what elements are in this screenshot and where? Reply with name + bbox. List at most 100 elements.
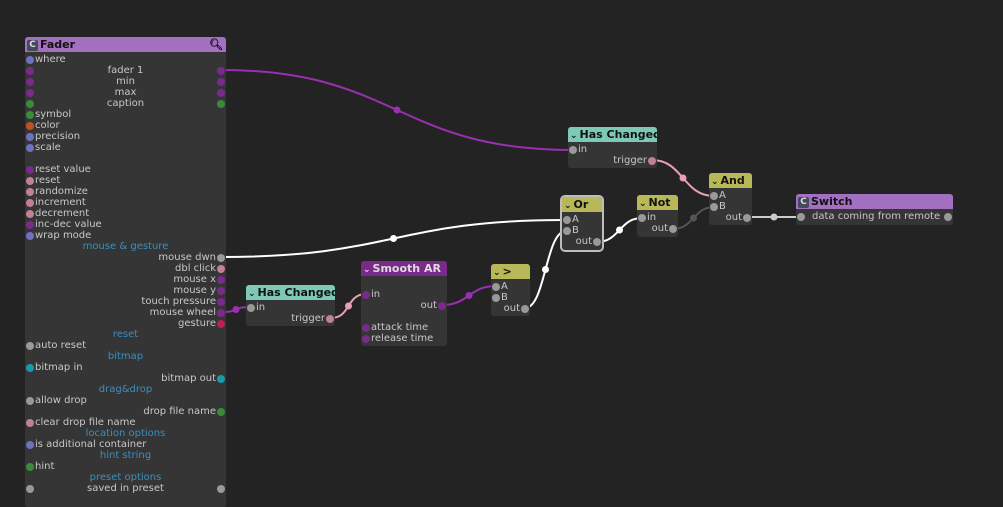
has-changed-1-header[interactable]: ⌄Has Changed bbox=[568, 127, 657, 142]
output-port[interactable] bbox=[593, 237, 601, 246]
output-port[interactable] bbox=[217, 484, 225, 493]
input-port[interactable] bbox=[26, 55, 34, 64]
input-port[interactable] bbox=[26, 165, 34, 174]
chevron-down-icon[interactable]: ⌄ bbox=[564, 201, 572, 211]
chevron-down-icon[interactable]: ⌄ bbox=[570, 131, 578, 141]
input-port[interactable] bbox=[797, 212, 805, 221]
input-port[interactable] bbox=[26, 66, 34, 75]
connection-wire[interactable] bbox=[220, 69, 574, 151]
chevron-down-icon[interactable]: ⌄ bbox=[493, 268, 501, 278]
input-port[interactable] bbox=[26, 209, 34, 218]
or-header[interactable]: ⌄Or bbox=[562, 197, 602, 212]
wire-midpoint-handle[interactable] bbox=[393, 106, 401, 114]
output-port[interactable] bbox=[217, 275, 225, 284]
output-port[interactable] bbox=[521, 304, 529, 313]
connection-wire[interactable] bbox=[524, 230, 567, 309]
output-port[interactable] bbox=[217, 77, 225, 86]
wire-midpoint-handle[interactable] bbox=[770, 213, 778, 221]
chevron-down-icon[interactable]: ⌄ bbox=[711, 177, 719, 187]
input-port[interactable] bbox=[26, 363, 34, 372]
wire-midpoint-handle[interactable] bbox=[232, 306, 240, 313]
and-header[interactable]: ⌄And bbox=[709, 173, 752, 188]
input-port[interactable] bbox=[26, 77, 34, 86]
output-port[interactable] bbox=[944, 212, 952, 221]
input-port[interactable] bbox=[710, 191, 718, 200]
output-port[interactable] bbox=[217, 66, 225, 75]
input-port[interactable] bbox=[492, 293, 500, 302]
input-port[interactable] bbox=[362, 290, 370, 299]
input-port[interactable] bbox=[26, 231, 34, 240]
greater-than-header[interactable]: ⌄> bbox=[491, 264, 530, 279]
wire-midpoint-handle[interactable] bbox=[679, 174, 687, 182]
output-port[interactable] bbox=[217, 286, 225, 295]
input-port[interactable] bbox=[492, 282, 500, 291]
wire-midpoint-handle[interactable] bbox=[345, 302, 352, 310]
output-port[interactable] bbox=[438, 301, 446, 310]
input-port[interactable] bbox=[26, 220, 34, 229]
output-port[interactable] bbox=[217, 308, 225, 317]
output-port[interactable] bbox=[217, 374, 225, 383]
input-port[interactable] bbox=[362, 323, 370, 332]
input-port[interactable] bbox=[26, 143, 34, 152]
not-header[interactable]: ⌄Not bbox=[637, 195, 678, 210]
input-port[interactable] bbox=[247, 303, 255, 312]
connection-wire[interactable] bbox=[441, 285, 497, 306]
input-port[interactable] bbox=[26, 121, 34, 130]
input-port[interactable] bbox=[362, 334, 370, 343]
output-port[interactable] bbox=[217, 407, 225, 416]
chevron-down-icon[interactable]: ⌄ bbox=[248, 289, 256, 299]
input-port[interactable] bbox=[638, 213, 646, 222]
wire-midpoint-handle[interactable] bbox=[690, 214, 697, 222]
output-port[interactable] bbox=[217, 264, 225, 273]
input-port[interactable] bbox=[26, 198, 34, 207]
chevron-down-icon[interactable]: ⌄ bbox=[363, 265, 371, 275]
input-port[interactable] bbox=[26, 99, 34, 108]
output-port[interactable] bbox=[217, 297, 225, 306]
input-port[interactable] bbox=[26, 341, 34, 350]
output-port[interactable] bbox=[743, 213, 751, 222]
wire-midpoint-handle[interactable] bbox=[465, 292, 473, 299]
output-port[interactable] bbox=[648, 156, 656, 165]
input-port[interactable] bbox=[26, 110, 34, 119]
input-port[interactable] bbox=[26, 462, 34, 471]
input-port[interactable] bbox=[26, 484, 34, 493]
input-port[interactable] bbox=[26, 132, 34, 141]
input-port[interactable] bbox=[26, 187, 34, 196]
wire-midpoint-handle[interactable] bbox=[616, 226, 623, 234]
output-port[interactable] bbox=[217, 253, 225, 262]
has-changed-2-header[interactable]: ⌄Has Changed bbox=[246, 285, 335, 300]
connection-wire[interactable] bbox=[651, 159, 715, 197]
smooth-ar-header[interactable]: ⌄Smooth AR bbox=[361, 261, 447, 276]
input-port[interactable] bbox=[26, 396, 34, 405]
output-port[interactable] bbox=[669, 224, 677, 233]
connection-wire[interactable] bbox=[672, 206, 715, 230]
input-port[interactable] bbox=[569, 145, 577, 154]
input-port[interactable] bbox=[563, 215, 571, 224]
wire-midpoint-handle[interactable] bbox=[390, 235, 397, 242]
input-port[interactable] bbox=[26, 418, 34, 427]
output-port[interactable] bbox=[217, 99, 225, 108]
input-port[interactable] bbox=[26, 440, 34, 449]
wire-midpoint-handle[interactable] bbox=[542, 266, 549, 273]
output-port[interactable] bbox=[326, 314, 334, 323]
connection-wire[interactable] bbox=[596, 217, 643, 243]
connection-wire[interactable] bbox=[220, 219, 567, 258]
magnifier-icon[interactable]: 🔍︎ bbox=[209, 38, 223, 51]
input-port[interactable] bbox=[563, 226, 571, 235]
input-port[interactable] bbox=[26, 176, 34, 185]
chevron-down-icon[interactable]: ⌄ bbox=[639, 199, 647, 209]
output-port[interactable] bbox=[217, 319, 225, 328]
input-port[interactable] bbox=[26, 88, 34, 97]
input-port[interactable] bbox=[710, 202, 718, 211]
